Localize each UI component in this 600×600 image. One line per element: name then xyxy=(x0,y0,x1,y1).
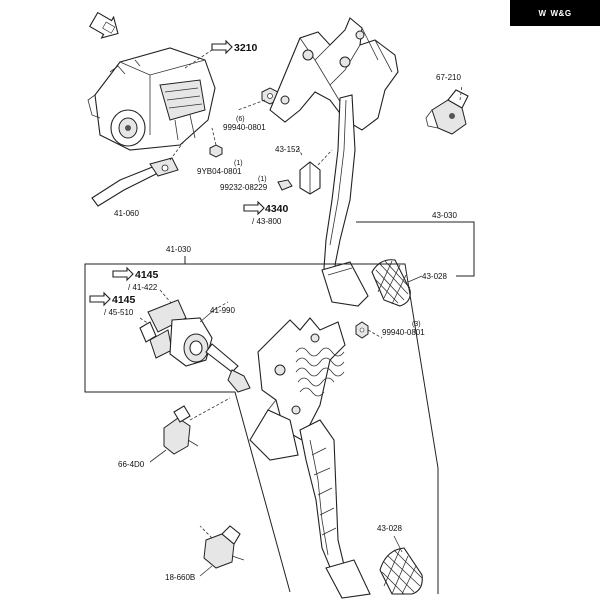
brake-pedal-bracket xyxy=(269,17,399,131)
label-qty-6: (6) xyxy=(236,116,245,123)
label-45-510: / 45-510 xyxy=(104,308,134,317)
clutch-master-cylinder-41-990: 41-990 xyxy=(139,289,251,393)
label-43-028-bottom: 43-028 xyxy=(377,524,402,533)
clutch-assist-spring xyxy=(295,347,345,397)
clutch-pedal-arm xyxy=(299,419,371,599)
label-qty-1a: (1) xyxy=(234,160,243,167)
label-43-028-top: 43-028 xyxy=(422,272,447,281)
clip-99232-08229: (1) 99232-08229 xyxy=(220,176,293,192)
brand-mark: W xyxy=(538,8,547,18)
label-99940-0801-mid: 99940-0801 xyxy=(382,328,425,337)
label-18-660b: 18-660B xyxy=(165,573,195,582)
label-4145-a: 4145 xyxy=(135,269,159,281)
clutch-assembly-frame: 41-030 xyxy=(84,245,439,594)
clutch-pedal-pad-bottom: 43-028 xyxy=(377,524,423,595)
label-qty-3: (3) xyxy=(412,321,421,328)
label-4340: 4340 xyxy=(265,203,289,215)
ref-4145-a-callout: 4145 / 41-422 xyxy=(112,266,159,292)
switch-66-4d0: 66-4D0 xyxy=(118,397,231,469)
label-3210: 3210 xyxy=(234,42,258,54)
label-41-030: 41-030 xyxy=(166,245,191,254)
label-9yb04-0801: 9YB04-0801 xyxy=(197,167,242,176)
label-43-152: 43-152 xyxy=(275,145,300,154)
brake-pedal-arm xyxy=(321,94,369,307)
label-99232-08229: 99232-08229 xyxy=(220,183,268,192)
brake-booster-assembly xyxy=(87,47,216,151)
sensor-18-660b: 18-660B xyxy=(165,525,245,582)
brand-text: W&G xyxy=(550,8,572,18)
label-67-210: 67-210 xyxy=(436,73,461,82)
front-direction-arrow-icon xyxy=(88,11,119,39)
label-4145-b: 4145 xyxy=(112,294,136,306)
label-43-030: 43-030 xyxy=(432,211,457,220)
nut-99940-0801-mid: (3) 99940-0801 xyxy=(355,321,425,339)
part-41-060-hose: 41-060 xyxy=(91,139,186,218)
label-41-990: 41-990 xyxy=(210,306,235,315)
label-41-422: / 41-422 xyxy=(128,283,158,292)
brake-pedal-pad-top xyxy=(371,259,411,307)
sensor-67-210: 67-210 xyxy=(425,73,469,135)
ref-4145-b-callout: 4145 / 45-510 xyxy=(89,291,136,317)
label-43-800: / 43-800 xyxy=(252,217,282,226)
ref-4340-callout: 4340 / 43-800 xyxy=(243,200,289,226)
label-qty-1b: (1) xyxy=(258,176,267,183)
brand-logo: W W&G xyxy=(510,0,600,26)
nut-9yb04-0801: (1) 9YB04-0801 xyxy=(197,127,243,176)
label-41-060: 41-060 xyxy=(114,209,139,218)
ref-3210-callout: 3210 xyxy=(184,39,258,69)
callout-43-030: 43-030 43-028 xyxy=(356,211,475,283)
switch-43-152: 43-152 xyxy=(275,145,333,195)
label-99940-0801-top: 99940-0801 xyxy=(223,123,266,132)
label-66-4d0: 66-4D0 xyxy=(118,460,145,469)
